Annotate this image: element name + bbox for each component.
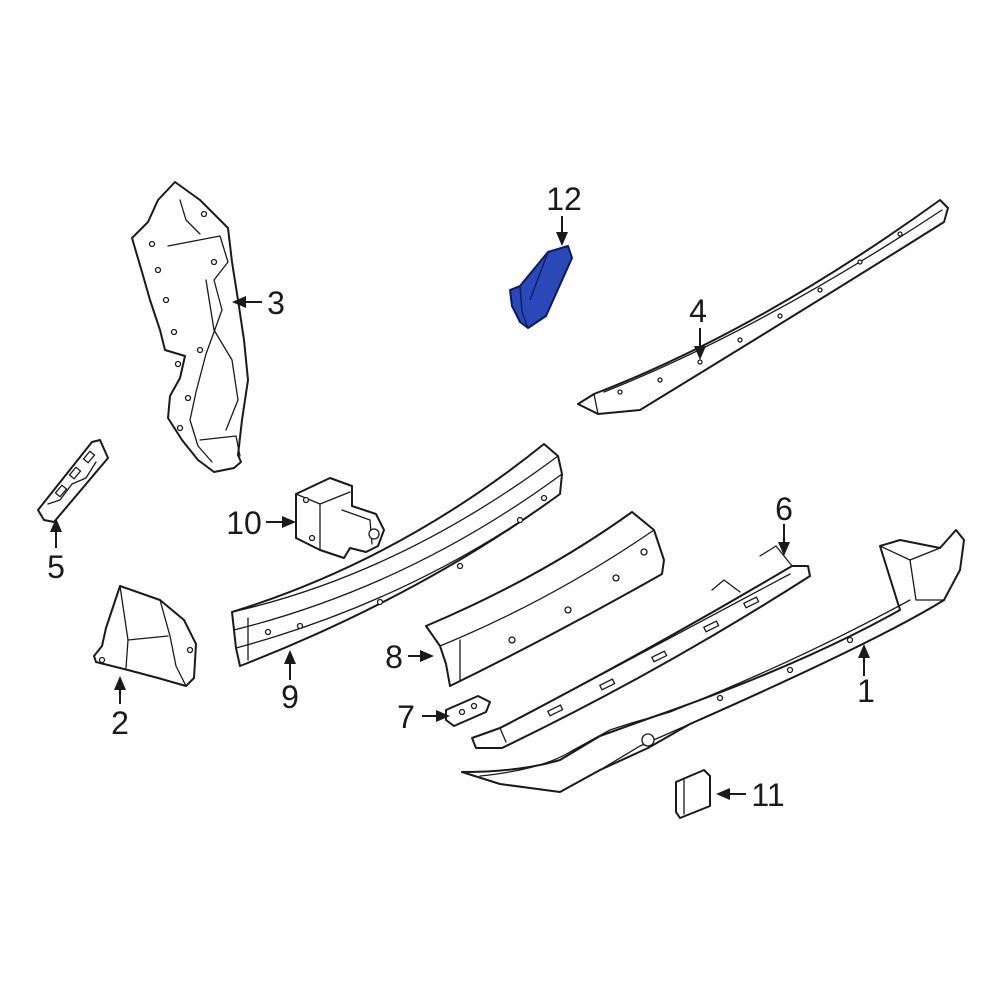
part-7-clip [445,695,491,727]
callout-9: 9 [281,679,299,715]
part-5-bracket [37,439,109,523]
part-4-trim-strip [577,199,949,415]
callout-6: 6 [775,491,793,527]
part-3-wheelhouse-panel [131,181,249,473]
part-12-highlighted-bracket [509,245,573,329]
part-8-energy-absorber [425,511,665,687]
callout-10: 10 [226,505,262,541]
part-6-support-bracket [471,545,811,749]
part-9-reinforcement-beam [231,443,563,667]
callout-2: 2 [111,705,129,741]
part-2-corner-bracket [93,585,197,687]
callout-1: 1 [857,673,875,709]
callout-11: 11 [751,777,784,813]
callout-12: 12 [546,181,582,217]
callout-labels: 1 2 3 4 5 6 7 8 9 10 11 12 [47,181,875,813]
callout-4: 4 [689,293,707,329]
callout-5: 5 [47,549,65,585]
callout-8: 8 [385,639,403,675]
part-11-cover-cap [675,769,711,819]
leader-lines [50,216,870,800]
part-1-bumper-cover [461,529,965,793]
callout-7: 7 [397,699,415,735]
callout-3: 3 [267,285,285,321]
part-10-module [295,477,385,559]
